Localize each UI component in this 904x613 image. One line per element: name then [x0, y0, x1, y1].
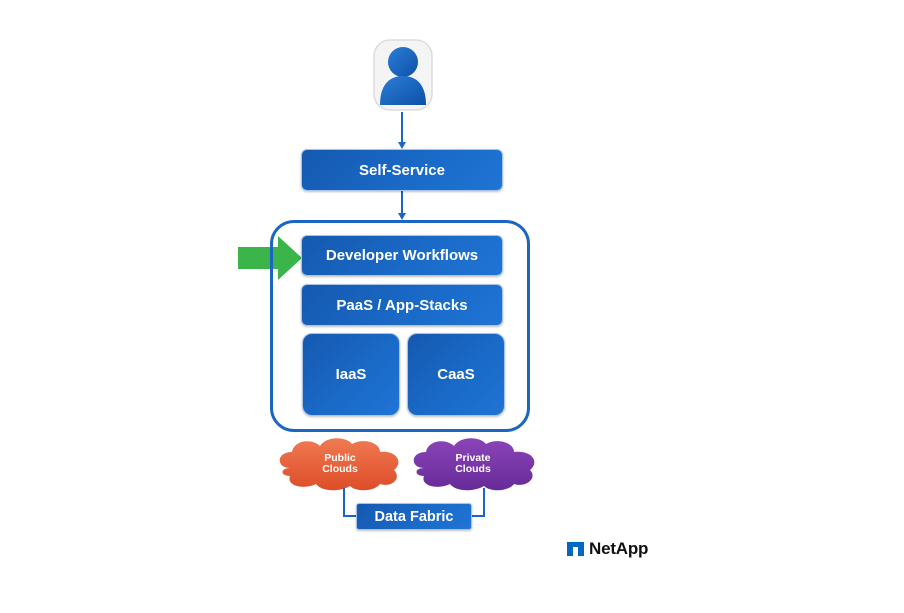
paas-box: PaaS / App-Stacks	[301, 284, 503, 326]
private-clouds-line-2: Clouds	[455, 463, 491, 475]
arrow-user-to-self-service	[398, 112, 406, 149]
private-clouds-label: Private Clouds	[443, 453, 503, 475]
paas-label: PaaS / App-Stacks	[336, 296, 468, 314]
iaas-box: IaaS	[302, 333, 400, 416]
caas-label: CaaS	[437, 366, 475, 383]
iaas-label: IaaS	[335, 366, 367, 383]
netapp-logo: NetApp	[567, 539, 648, 559]
arrow-self-service-to-stack	[398, 191, 406, 220]
developer-workflows-box: Developer Workflows	[301, 235, 503, 276]
public-clouds-line-1: Public	[324, 452, 356, 464]
platform-stack-container	[270, 220, 530, 432]
netapp-logo-text: NetApp	[589, 539, 649, 558]
connector-private-to-fabric	[471, 488, 485, 517]
public-cloud-shape	[279, 438, 399, 491]
netapp-logo-mark-icon	[567, 542, 584, 556]
caas-box: CaaS	[407, 333, 505, 416]
data-fabric-label: Data Fabric	[374, 508, 454, 525]
connector-public-to-fabric	[343, 488, 357, 517]
private-clouds-line-1: Private	[455, 452, 491, 464]
data-fabric-box: Data Fabric	[356, 503, 472, 530]
developer-workflows-label: Developer Workflows	[325, 247, 479, 264]
self-service-box: Self-Service	[301, 149, 503, 191]
public-clouds-line-2: Clouds	[322, 463, 358, 475]
public-clouds-label: Public Clouds	[310, 453, 370, 475]
user-icon	[373, 39, 433, 111]
private-cloud-shape	[413, 438, 535, 491]
self-service-label: Self-Service	[359, 161, 445, 179]
